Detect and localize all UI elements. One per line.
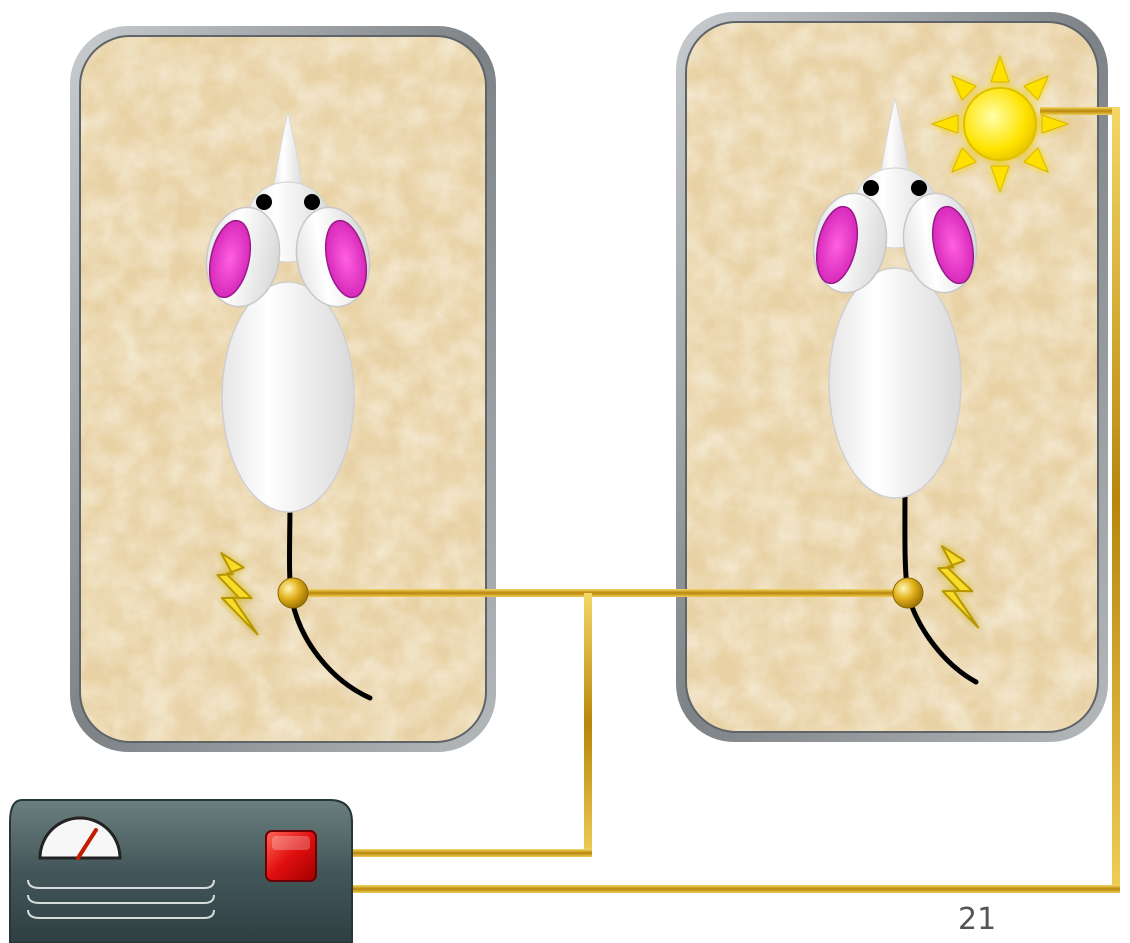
sun-icon [930, 54, 1070, 194]
shock-generator [9, 799, 353, 943]
page-number: 21 [958, 902, 997, 937]
cage-left [70, 26, 496, 752]
stop-button[interactable] [265, 830, 317, 882]
gauge-icon [38, 816, 122, 860]
wire-network [290, 107, 1120, 893]
electrode-left-icon [277, 577, 309, 609]
display-lines [27, 879, 215, 919]
electrode-right-icon [892, 577, 924, 609]
